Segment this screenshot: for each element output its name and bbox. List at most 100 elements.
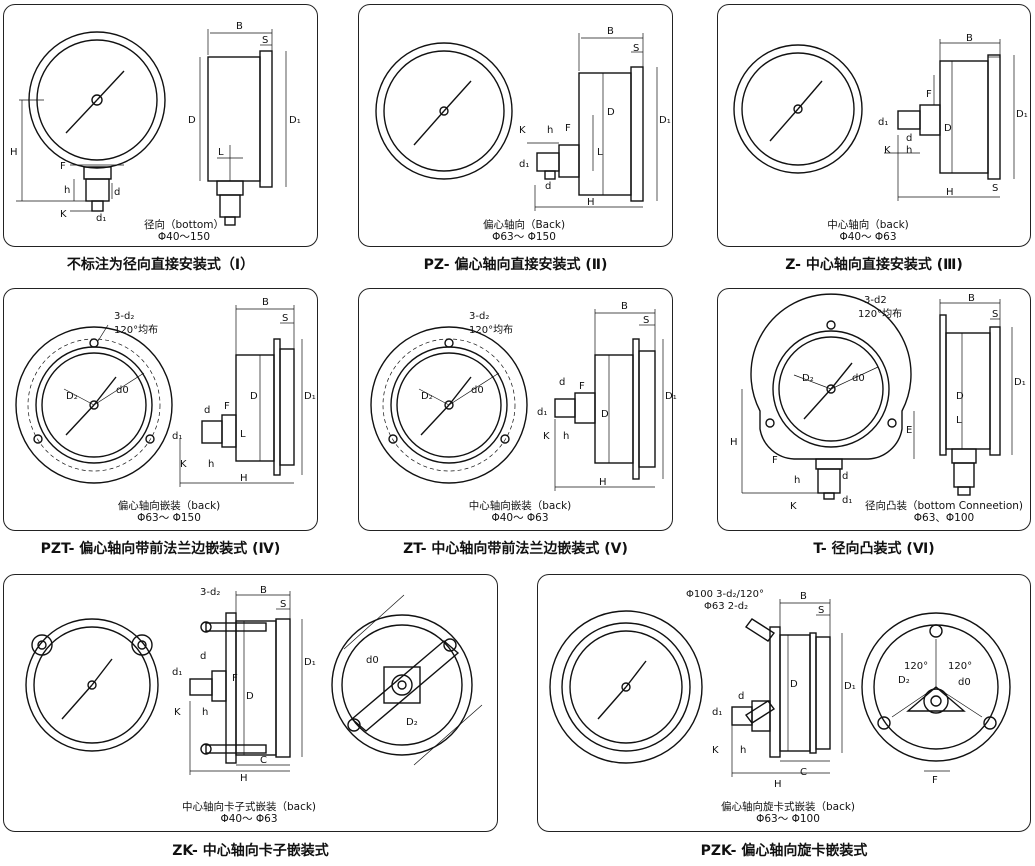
dim-S: S: [633, 43, 639, 54]
dim-B: B: [966, 33, 973, 44]
desc-label: 偏心轴向旋卡式嵌装（back): [720, 801, 856, 813]
dim-d0: d0: [958, 677, 971, 688]
dim-L: L: [956, 415, 962, 426]
dim-D1: D₁: [304, 391, 316, 402]
panel-central-axial-direct: B S D D₁ H F d₁ d h K 中心轴向（back) Φ40～ Φ6…: [717, 4, 1031, 247]
drawing-central-flange: B S D D₁ H F d d₁ K h D₂ d0 3-d₂ 120°均布: [370, 301, 677, 491]
dim-h: h: [208, 459, 214, 470]
angle-left: 120°: [904, 661, 928, 672]
dim-d1: d₁: [878, 117, 888, 128]
dim-h: h: [64, 185, 70, 196]
hole-spread: 120°均布: [858, 308, 902, 320]
dim-h: h: [563, 431, 569, 442]
dim-D: D: [188, 115, 196, 126]
dim-D2: D₂: [898, 675, 910, 686]
dim-d0: d0: [366, 655, 379, 666]
dim-D: D: [607, 107, 615, 118]
dim-F: F: [232, 673, 238, 684]
dim-d1: d₁: [842, 495, 852, 506]
caption-central-clip: ZK- 中心轴向卡子嵌装式: [172, 843, 329, 859]
dim-D1: D₁: [659, 115, 671, 126]
dim-D: D: [790, 679, 798, 690]
range-label: Φ40～ Φ63: [491, 512, 549, 524]
panel-radial-convex: B S D D₁ H E L F h K d d₁ D₂ d0 3-d2 120…: [717, 288, 1031, 531]
dim-d: d: [114, 187, 120, 198]
hole-note-63: Φ63 2-d₂: [704, 601, 748, 612]
desc-label: 中心轴向嵌装（back): [468, 500, 572, 512]
dim-H: H: [774, 779, 782, 790]
dim-B: B: [607, 26, 614, 37]
dim-S: S: [992, 309, 998, 320]
desc-label: 中心轴向卡子式嵌装（back): [181, 801, 317, 813]
dim-K: K: [60, 209, 67, 220]
dim-F: F: [772, 455, 778, 466]
dim-B: B: [236, 21, 243, 32]
caption-central-axial-direct: Z- 中心轴向直接安装式 (Ⅲ): [785, 257, 963, 273]
range-label: Φ63、Φ100: [913, 512, 975, 524]
dim-H: H: [240, 473, 248, 484]
dim-D: D: [944, 123, 952, 134]
desc-label: 径向凸装（bottom Conneetion): [864, 500, 1023, 512]
dim-F: F: [579, 381, 585, 392]
dim-D: D: [250, 391, 258, 402]
dim-d1: d₁: [96, 213, 106, 224]
dim-E: E: [906, 425, 912, 436]
phi100: Φ100: [686, 589, 713, 600]
panel-eccentric-flange: B S D D₁ H L F d d₁ K h D₂ d0 3-d₂ 120°均…: [3, 288, 318, 531]
dim-D1: D₁: [289, 115, 301, 126]
dim-d: d: [738, 691, 744, 702]
drawing-radial-convex: B S D D₁ H E L F h K d d₁ D₂ d0 3-d2 120…: [730, 293, 1026, 512]
dim-h: h: [794, 475, 800, 486]
dim-D1: D₁: [1014, 377, 1026, 388]
dim-d: d: [545, 181, 551, 192]
dim-L: L: [240, 429, 246, 440]
angle-right: 120°: [948, 661, 972, 672]
dim-B: B: [800, 591, 807, 602]
range-label: Φ40～ Φ63: [839, 231, 897, 243]
range-label: Φ40～150: [157, 231, 211, 243]
dim-B: B: [621, 301, 628, 312]
panel-eccentric-axial-direct: B S D D₁ H L F h K d₁ d 偏心轴向（Back) Φ63～ …: [358, 4, 673, 247]
panel-central-flange: B S D D₁ H F d d₁ K h D₂ d0 3-d₂ 120°均布 …: [358, 288, 677, 531]
dim-C: C: [260, 755, 267, 766]
panel-radial-direct: B S D D₁ H L F h d K d₁ 径向（bottom） Φ40～1…: [3, 4, 318, 247]
caption-radial-direct: 不标注为径向直接安装式（Ⅰ）: [66, 257, 255, 273]
caption-eccentric-flange: PZT- 偏心轴向带前法兰边嵌装式 (Ⅳ): [40, 541, 281, 557]
dim-F: F: [932, 775, 938, 786]
dim-D1: D₁: [844, 681, 856, 692]
caption-eccentric-axial-direct: PZ- 偏心轴向直接安装式 (Ⅱ): [423, 257, 608, 273]
desc-label: 中心轴向（back): [827, 219, 909, 231]
panel-eccentric-twist: B S Φ100 3-d₂/120° Φ63 2-d₂ D D₁ H C d d…: [537, 574, 1031, 832]
dim-h: h: [906, 145, 912, 156]
desc-label: 偏心轴向嵌装（back): [117, 500, 221, 512]
range-label: Φ40～ Φ63: [220, 813, 278, 825]
dim-F: F: [60, 161, 66, 172]
dim-S: S: [262, 35, 268, 46]
dim-d0: d0: [471, 385, 484, 396]
dim-d1: d₁: [519, 159, 529, 170]
dim-H: H: [946, 187, 954, 198]
dim-B: B: [260, 585, 267, 596]
dim-K: K: [543, 431, 550, 442]
dim-K: K: [519, 125, 526, 136]
caption-eccentric-twist: PZK- 偏心轴向旋卡嵌装式: [700, 843, 868, 859]
panel-central-clip: B S 3-d₂ D D₁ H C F d d₁ K h d0 D₂ 中心轴向卡…: [3, 574, 498, 832]
dim-K: K: [712, 745, 719, 756]
dim-d1: d₁: [172, 431, 182, 442]
hole-note: 3-d₂: [469, 311, 489, 322]
dim-K: K: [790, 501, 797, 512]
dim-S: S: [280, 599, 286, 610]
dim-d0: d0: [852, 373, 865, 384]
dim-d: d: [842, 471, 848, 482]
dim-D: D: [956, 391, 964, 402]
dim-F: F: [926, 89, 932, 100]
range-label: Φ63～ Φ150: [492, 231, 556, 243]
dim-h: h: [547, 125, 553, 136]
dim-d: d: [200, 651, 206, 662]
hole-note: 3-d₂/120°: [716, 589, 764, 600]
dim-d: d: [906, 133, 912, 144]
dim-H: H: [599, 477, 607, 488]
dim-L: L: [218, 147, 224, 158]
drawing-eccentric-axial-direct: B S D D₁ H L F h K d₁ d: [375, 26, 671, 211]
dim-D2: D₂: [66, 391, 78, 402]
